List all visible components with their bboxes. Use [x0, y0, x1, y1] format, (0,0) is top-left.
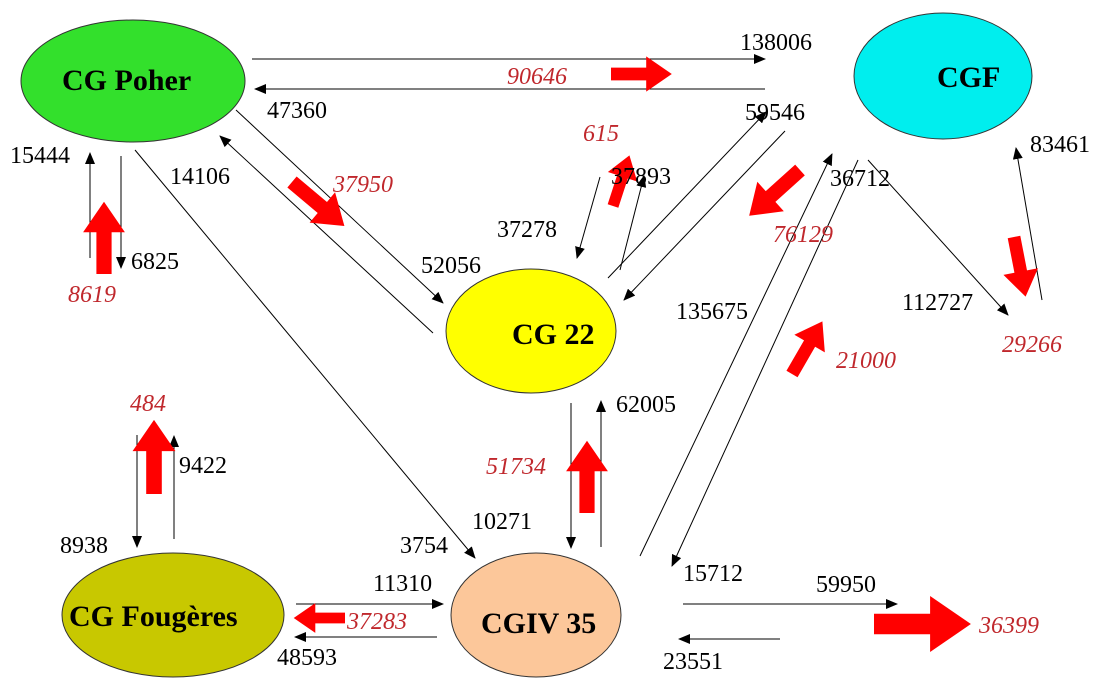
flow-value-fougeres-to-cgiv: 11310	[373, 571, 432, 597]
node-cg22	[445, 268, 617, 394]
net-value-fougeres-ext: 484	[130, 391, 166, 417]
flow-value-fougeres-out: 9422	[179, 453, 227, 479]
flow-value-cgiv-out: 59950	[816, 572, 876, 598]
net-arrow-cgiv-fougeres	[293, 603, 345, 633]
flow-value-fougeres-in: 8938	[60, 533, 108, 559]
flow-value-cg22-to-cgiv: 10271	[472, 509, 532, 535]
node-cg-fougeres	[61, 552, 285, 678]
flow-value-cgiv-to-cg22: 62005	[616, 392, 676, 418]
flow-value-cg22-in-top: 37278	[497, 217, 557, 243]
node-label-cg-fougeres: CG Fougères	[69, 600, 238, 633]
net-value-cgf-cg22: 76129	[773, 222, 833, 248]
flow-value-cgf-out: 112727	[902, 290, 973, 316]
flow-value-cgiv-to-fougeres: 48593	[277, 645, 337, 671]
net-arrow-cg22-top	[607, 155, 638, 208]
net-arrow-cgf-cg22	[749, 164, 805, 216]
flow-line-poher-to-cg22	[235, 109, 444, 304]
net-value-cgf-ext: 29266	[1002, 332, 1062, 358]
node-label-cg22: CG 22	[512, 318, 595, 351]
net-arrow-cgiv-cgf	[786, 321, 825, 378]
flow-line-cgf-in	[1012, 147, 1043, 301]
flow-value-cgf-to-cg22: 135675	[676, 299, 748, 325]
net-arrow-cgiv-cg22	[566, 440, 608, 513]
flow-value-cg22-out-top: 37893	[611, 164, 671, 190]
flow-line-cgiv-to-cgf	[639, 153, 833, 557]
node-label-cgiv35: CGIV 35	[481, 607, 596, 640]
flow-line-cg22-in-top	[575, 176, 601, 259]
flow-line-cgf-to-cgiv	[671, 159, 859, 567]
flow-line-cgf-out	[867, 159, 1009, 316]
flow-value-cg22-to-poher: 14106	[170, 164, 230, 190]
net-arrow-cgf-ext	[1003, 235, 1038, 297]
node-label-cgf: CGF	[937, 61, 1000, 94]
flow-line-cg22-to-poher	[219, 135, 434, 334]
flow-line-poher-to-cgiv	[134, 149, 476, 559]
node-cgf	[853, 12, 1033, 140]
flow-value-cgiv-to-cgf: 36712	[830, 166, 890, 192]
net-value-poher-ext: 8619	[68, 282, 116, 308]
flow-value-cgf-to-cgiv: 15712	[683, 561, 743, 587]
net-arrow-fougeres-ext	[132, 419, 176, 494]
flow-value-poher-to-cg22: 52056	[421, 253, 481, 279]
node-cg-poher	[20, 19, 246, 143]
net-value-cg22-top: 615	[583, 121, 619, 147]
flow-value-poher-to-cgiv: 3754	[400, 533, 448, 559]
flow-line-cg22-to-cgf	[607, 111, 767, 279]
net-arrow-poher-cgf	[611, 56, 672, 92]
node-cgiv35	[450, 552, 622, 678]
net-arrow-poher-ext	[83, 201, 125, 274]
flow-value-poher-out-up: 15444	[10, 143, 70, 169]
net-value-cgiv-cg22: 51734	[486, 454, 546, 480]
net-value-cgiv-cgf: 21000	[836, 348, 896, 374]
net-value-cgiv-ext: 36399	[978, 613, 1039, 639]
flow-value-poher-out-down: 6825	[131, 249, 179, 275]
flow-value-cgf-to-poher: 47360	[267, 98, 327, 124]
flow-line-cg22-out-top	[619, 175, 647, 271]
net-arrow-poher-cg22	[287, 176, 345, 226]
net-value-poher-cgf: 90646	[507, 64, 567, 90]
flow-value-cgf-in: 83461	[1030, 132, 1090, 158]
flow-line-cgf-to-cg22	[623, 130, 786, 301]
flow-value-cgiv-in: 23551	[663, 649, 723, 675]
net-arrow-cgiv-ext	[874, 595, 971, 653]
net-value-poher-cg22: 37950	[332, 172, 393, 198]
net-value-cgiv-fougeres: 37283	[346, 609, 407, 635]
node-label-cg-poher: CG Poher	[62, 64, 191, 97]
flow-value-poher-to-cgf: 138006	[740, 30, 812, 56]
flow-value-cg22-to-cgf: 59546	[745, 100, 805, 126]
